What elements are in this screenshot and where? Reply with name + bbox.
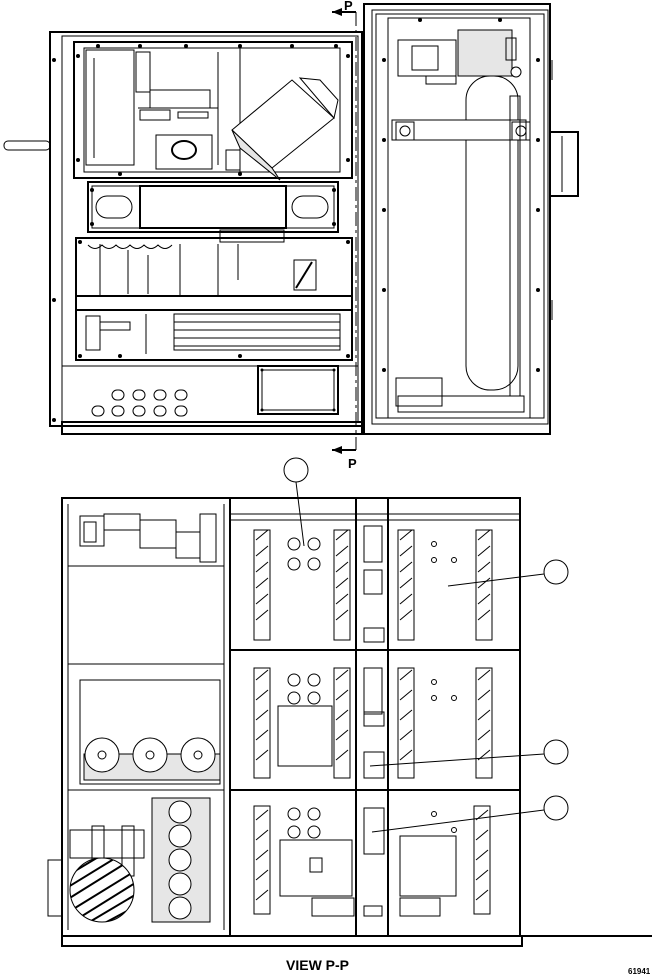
right-side-flange [549, 131, 579, 197]
top-bracket [397, 39, 457, 77]
reel-assembly [83, 737, 221, 781]
port-cluster-b [287, 673, 321, 705]
port-cluster-a [287, 537, 321, 571]
right-cabinet-outer [363, 3, 551, 435]
section-view [47, 497, 652, 947]
fasteners-right [382, 18, 540, 372]
upper-left-board [85, 49, 135, 166]
callout-2 [543, 559, 569, 585]
fasteners-top [52, 44, 350, 422]
drawing-number: 61941 [628, 967, 651, 976]
section-line-p-p [332, 8, 357, 454]
tilted-component [231, 77, 339, 181]
section-label-top: P [344, 0, 353, 13]
dot-pairs [431, 541, 457, 833]
lower-module [75, 237, 353, 361]
left-cabinet-outer [49, 31, 363, 427]
motor-ring [171, 140, 197, 160]
module-rails [253, 529, 493, 915]
base-rail [61, 935, 523, 947]
section-label-bottom: P [348, 456, 357, 471]
roller-stack [151, 797, 211, 923]
upper-module [73, 41, 353, 179]
view-title: VIEW P-P [286, 957, 349, 973]
connector-array [91, 389, 188, 417]
top-view-cabinet [3, 3, 579, 435]
port-cluster-c [287, 807, 321, 839]
callout-bubbles [283, 457, 569, 833]
callout-4 [543, 795, 569, 821]
access-cover [257, 365, 339, 415]
module-bay [229, 497, 521, 937]
middle-panel [87, 181, 339, 233]
tank-cylinder [465, 75, 519, 391]
callout-3 [543, 739, 569, 765]
callout-1 [283, 457, 309, 483]
left-handle [3, 140, 51, 151]
